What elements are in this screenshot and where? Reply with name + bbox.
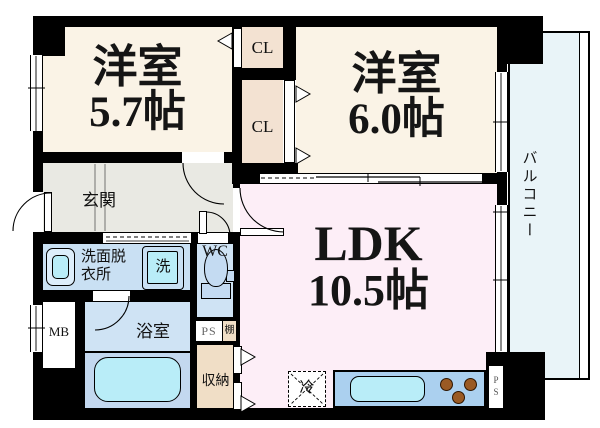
closet-top-label: CL xyxy=(251,37,274,57)
entrance-door-icon xyxy=(44,192,52,232)
storage-door-icon-1 xyxy=(233,346,242,374)
shelf-label: 棚 xyxy=(224,324,235,336)
room-west-2-label: 洋室 6.0帖 xyxy=(296,32,497,162)
washroom-sliding-door xyxy=(103,233,191,243)
room-west1-door-opening xyxy=(182,152,224,163)
storage-label: 収納 xyxy=(201,373,230,389)
stove-burner-icon xyxy=(452,391,465,404)
room-west-2-size: 6.0帖 xyxy=(348,96,445,144)
balcony xyxy=(508,31,590,380)
stove-burner-icon xyxy=(440,378,453,391)
room-west-1-label: 洋室 5.7帖 xyxy=(43,30,232,150)
closet-top-door-icon xyxy=(233,28,242,68)
wc-door-opening xyxy=(198,233,228,243)
stove-burner-icon xyxy=(464,378,477,391)
entrance-label: 玄関 xyxy=(82,191,116,211)
washing-machine-label: 洗 xyxy=(155,259,171,276)
kitchen-sink-icon xyxy=(350,376,425,402)
storage-floor xyxy=(197,345,234,408)
bathtub-icon xyxy=(94,357,181,402)
storage-door-icon-2 xyxy=(233,382,242,410)
ldk-west2-sliding-door xyxy=(260,174,482,183)
room-west-2-name: 洋室 xyxy=(351,49,442,100)
refrigerator-label: 冷 xyxy=(299,380,315,397)
bathroom-label: 浴室 xyxy=(136,322,170,342)
pipe-space-kitchen-s: S xyxy=(493,387,499,397)
washroom-label-line1: 洗面脱 xyxy=(81,249,127,265)
bathroom-divider xyxy=(85,351,190,353)
pipe-space-kitchen-label: P S xyxy=(489,368,503,406)
closet-bottom-door-icon xyxy=(284,80,295,163)
pipe-space-wc-label: PS xyxy=(201,323,217,338)
window-mb-icon xyxy=(30,305,43,352)
closet-bottom-label: CL xyxy=(251,117,274,137)
ldk-label: LDK 10.5帖 xyxy=(240,200,497,332)
balcony-deck xyxy=(510,33,580,378)
room-west-1-size: 5.7帖 xyxy=(89,89,186,137)
ldk-size: 10.5帖 xyxy=(308,266,429,316)
entrance-door-opening xyxy=(33,192,43,232)
ldk-door-opening xyxy=(233,188,240,232)
pipe-space-kitchen-box xyxy=(489,366,503,408)
room-west-1-name: 洋室 xyxy=(92,42,183,93)
washroom-label-line2: 衣所 xyxy=(81,267,112,283)
wc-label: WC xyxy=(202,242,228,260)
wc-door-icon xyxy=(199,211,207,234)
pipe-space-kitchen-p: P xyxy=(493,375,499,386)
meter-box-label: MB xyxy=(48,324,70,340)
bathroom-door-opening xyxy=(93,291,130,301)
washroom-label: 洗面脱 衣所 xyxy=(81,245,141,287)
window-west1-icon xyxy=(30,55,43,131)
ldk-name: LDK xyxy=(314,215,423,272)
balcony-label: バルコニー xyxy=(520,150,537,240)
kitchen-counter xyxy=(333,370,486,408)
vanity-sink-icon xyxy=(46,248,75,286)
